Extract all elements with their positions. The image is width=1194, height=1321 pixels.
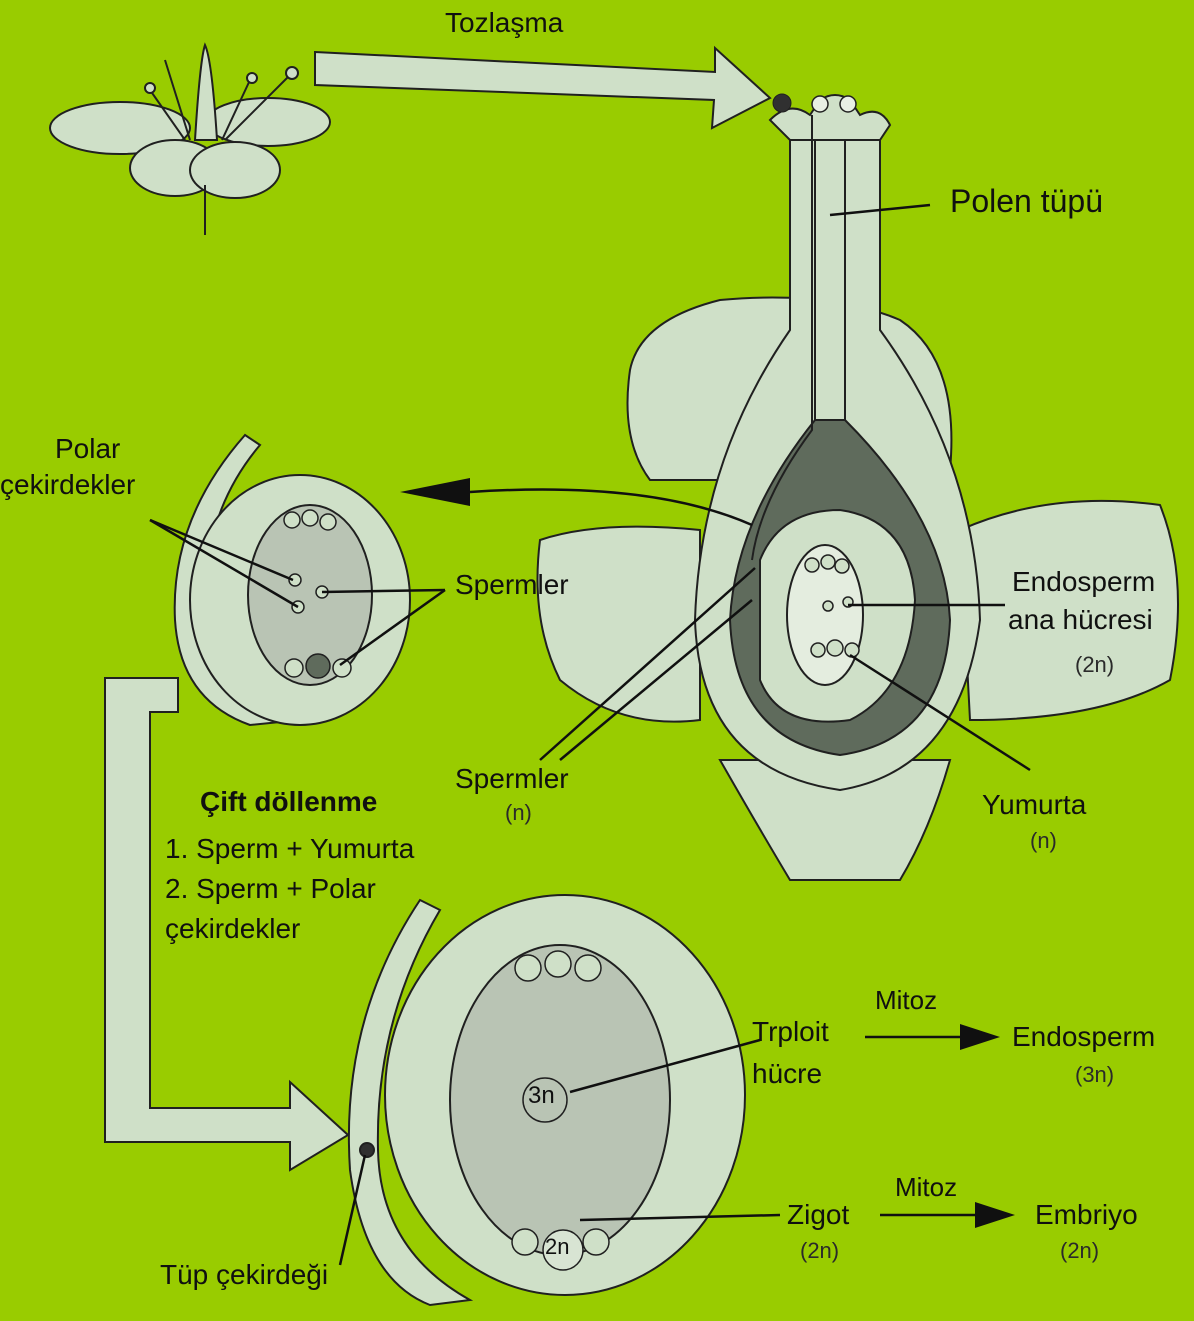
label-embriyo: Embriyo — [1035, 1198, 1138, 1232]
label-spermler-bottom: Spermler — [455, 762, 569, 796]
label-polar: Polar — [55, 432, 120, 466]
flower-illustration — [50, 45, 330, 235]
label-step2-cont: çekirdekler — [165, 912, 300, 946]
label-endosperm-result: Endosperm — [1012, 1020, 1155, 1054]
label-zigot-ploidy: (2n) — [800, 1238, 839, 1264]
label-endosperm-mother: Endosperm — [1012, 565, 1155, 599]
label-endosperm-result-ploidy: (3n) — [1075, 1062, 1114, 1088]
label-mitoz-1: Mitoz — [875, 985, 937, 1016]
label-cift-dollenme: Çift döllenme — [200, 785, 377, 819]
label-endosperm-ploidy: (2n) — [1075, 652, 1114, 678]
nucleus-3n-label: 3n — [528, 1082, 555, 1111]
label-embriyo-ploidy: (2n) — [1060, 1238, 1099, 1264]
label-tozlasma: Tozlaşma — [445, 6, 563, 40]
label-zigot: Zigot — [787, 1198, 849, 1232]
label-yumurta-ploidy: (n) — [1030, 828, 1057, 854]
label-mitoz-2: Mitoz — [895, 1172, 957, 1203]
label-step1: 1. Sperm + Yumurta — [165, 832, 414, 866]
label-spermler-ploidy: (n) — [505, 800, 532, 826]
label-yumurta: Yumurta — [982, 788, 1086, 822]
label-ana-hucresi: ana hücresi — [1008, 603, 1153, 637]
label-trploit: Trploit — [752, 1015, 829, 1049]
label-polen-tupu: Polen tüpü — [950, 182, 1103, 220]
label-cekirdekler: çekirdekler — [0, 468, 135, 502]
label-spermler-top: Spermler — [455, 568, 569, 602]
label-tup-cekirdegi: Tüp çekirdeği — [160, 1258, 328, 1292]
label-hucre: hücre — [752, 1057, 822, 1091]
pollination-arrow — [315, 48, 770, 128]
nucleus-2n-label: 2n — [545, 1234, 569, 1260]
label-step2: 2. Sperm + Polar — [165, 872, 376, 906]
